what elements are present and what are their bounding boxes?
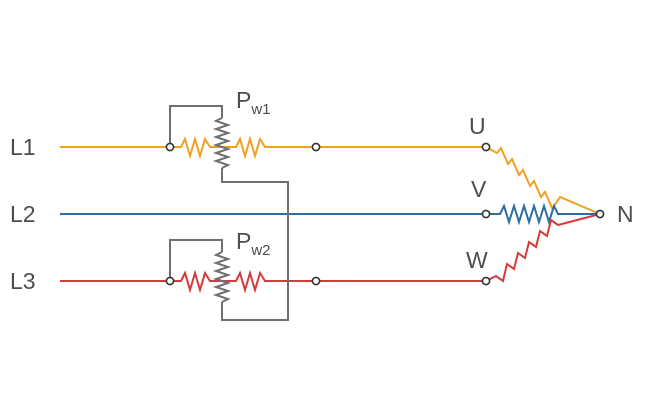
terminal-n (595, 209, 605, 219)
label-pw1: Pw1 (236, 87, 271, 118)
phase-l3-wiring (60, 213, 601, 294)
terminal-l3-wattmeter-in (165, 276, 175, 286)
wattmeter2-current-coil-left (170, 269, 222, 294)
terminal-w (481, 276, 491, 286)
label-l1: L1 (10, 134, 36, 160)
load-resistor-u (485, 146, 601, 215)
wattmeter1-to-l2-wire (221, 168, 289, 214)
label-pw1-subscript: w1 (250, 101, 270, 118)
phase-l2-wiring (60, 202, 600, 226)
wattmeter1-current-coil-right (222, 135, 316, 160)
label-n: N (617, 201, 634, 227)
wattmeter2-current-coil-right (222, 269, 316, 294)
wattmeter2-sense-loop (169, 239, 223, 281)
terminal-l1-wattmeter-in (165, 142, 175, 152)
label-l2: L2 (10, 201, 36, 227)
label-w: W (466, 247, 488, 273)
terminal-l1-wattmeter-out (311, 142, 321, 152)
wattmeter1-sense-loop (169, 105, 223, 147)
label-u: U (469, 113, 486, 139)
wattmeter2-voltage-coil (212, 251, 232, 303)
terminal-u (481, 142, 491, 152)
label-v: V (471, 176, 487, 202)
terminals (165, 142, 605, 286)
label-pw1-symbol: P (236, 87, 251, 113)
label-pw2-symbol: P (236, 228, 251, 254)
wattmeter-wiring (169, 105, 289, 321)
load-resistor-w (485, 213, 601, 283)
label-pw2: Pw2 (236, 228, 271, 259)
wattmeter1-current-coil-left (170, 135, 222, 160)
wattmeter1-voltage-coil (212, 117, 232, 169)
phase-l1-wiring (60, 135, 601, 215)
wattmeter2-to-l2-wire (221, 214, 289, 321)
load-resistor-v (486, 202, 600, 226)
terminal-l3-wattmeter-out (311, 276, 321, 286)
label-pw2-subscript: w2 (250, 242, 270, 259)
terminal-v (481, 209, 491, 219)
label-l3: L3 (10, 268, 36, 294)
